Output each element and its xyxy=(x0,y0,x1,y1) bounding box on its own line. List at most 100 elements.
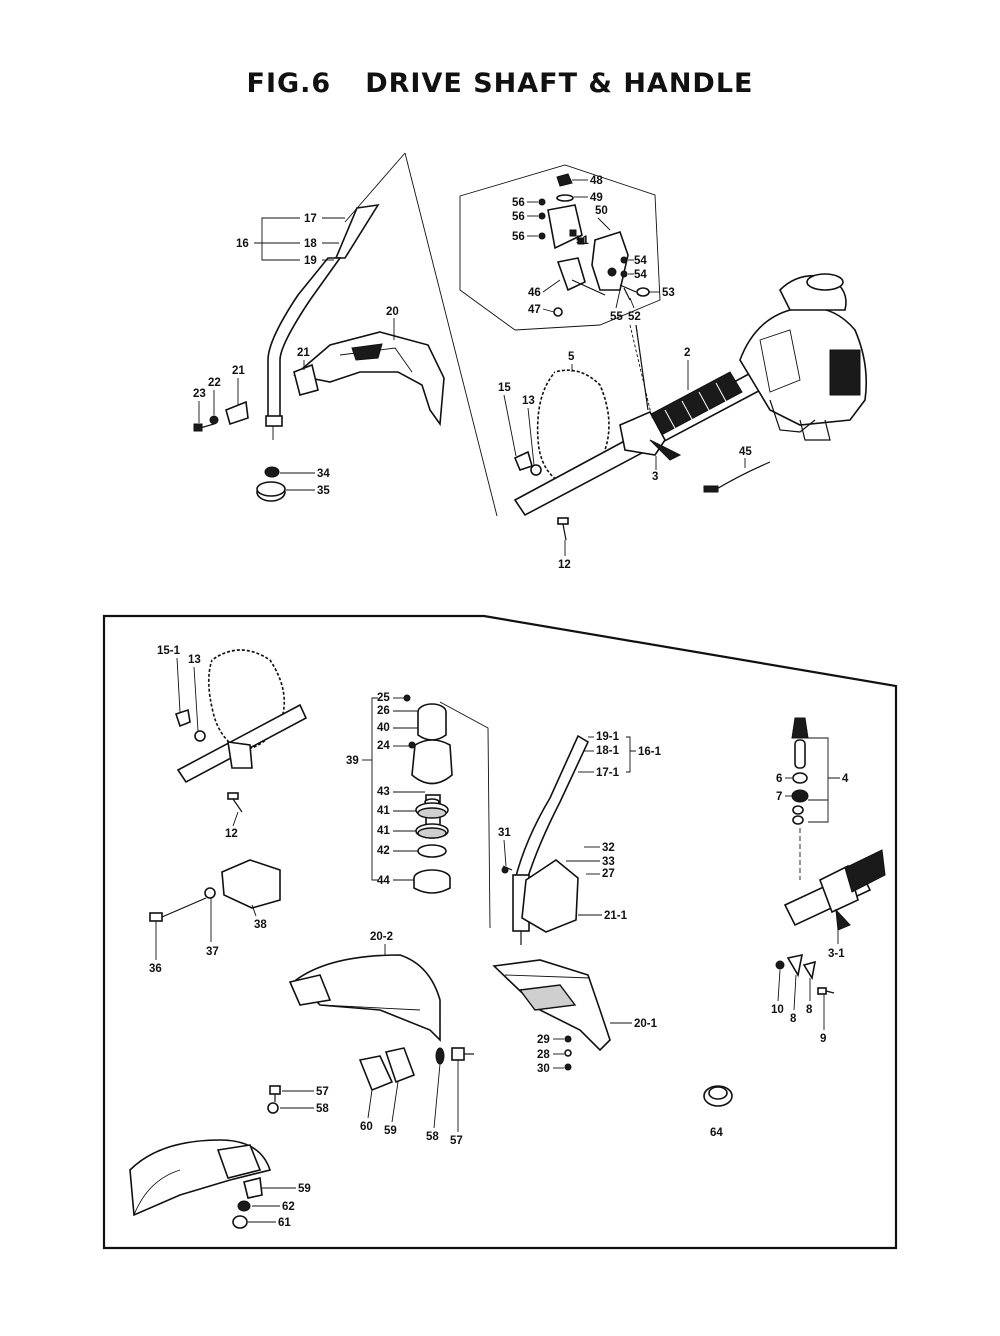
label-7: 7 xyxy=(776,791,782,803)
ring-64 xyxy=(703,1085,733,1107)
label-2: 2 xyxy=(684,347,690,359)
label-49: 49 xyxy=(590,192,603,204)
label-20-1: 20-1 xyxy=(634,1018,658,1030)
plate-59-lower xyxy=(243,1177,263,1199)
label-58-lower: 58 xyxy=(316,1103,329,1115)
label-22: 22 xyxy=(208,377,221,389)
label-21-upper: 21 xyxy=(297,347,310,359)
figure-name: DRIVE SHAFT & HANDLE xyxy=(365,68,754,99)
detail-callout xyxy=(459,164,661,331)
label-60: 60 xyxy=(360,1121,373,1133)
label-44: 44 xyxy=(377,875,390,887)
blade-guard-lower xyxy=(129,1139,272,1217)
label-5: 5 xyxy=(568,351,575,363)
label-50: 50 xyxy=(595,205,608,217)
label-43: 43 xyxy=(377,786,390,798)
label-39: 39 xyxy=(346,755,359,767)
washer-58 xyxy=(435,1047,445,1065)
label-54-a: 54 xyxy=(634,255,647,267)
label-20-2: 20-2 xyxy=(370,931,393,943)
wing-knob-15 xyxy=(513,450,533,471)
label-31: 31 xyxy=(498,827,511,839)
label-56-b: 56 xyxy=(512,211,525,223)
washer-62 xyxy=(237,1200,251,1212)
label-18: 18 xyxy=(304,238,317,250)
label-25: 25 xyxy=(377,692,390,704)
label-18-1: 18-1 xyxy=(596,745,620,757)
bearing-41-b xyxy=(415,823,449,839)
label-57-lower: 57 xyxy=(316,1086,329,1098)
label-3: 3 xyxy=(652,471,658,483)
bracket-21 xyxy=(293,363,319,396)
ring-42 xyxy=(417,844,447,858)
part-7 xyxy=(791,789,809,803)
label-10: 10 xyxy=(771,1004,784,1016)
label-38: 38 xyxy=(254,919,267,931)
label-36: 36 xyxy=(149,963,162,975)
page-title: FIG.6 DRIVE SHAFT & HANDLE xyxy=(0,68,1000,99)
plate-59-upper xyxy=(384,1047,416,1084)
throttle-detail-parts xyxy=(547,173,650,317)
label-12-lower: 12 xyxy=(225,828,238,840)
label-13-lower: 13 xyxy=(188,654,201,666)
blade-guard-20-1 xyxy=(492,959,611,1052)
label-27: 27 xyxy=(602,868,615,880)
label-4: 4 xyxy=(842,773,849,785)
blade-guard-20-2 xyxy=(288,954,441,1042)
throttle-trigger xyxy=(649,439,682,461)
label-17-1: 17-1 xyxy=(596,767,620,779)
label-9: 9 xyxy=(820,1033,826,1045)
loop-handle-lower xyxy=(176,648,308,784)
label-42: 42 xyxy=(377,845,390,857)
label-19-1: 19-1 xyxy=(596,731,620,743)
label-35: 35 xyxy=(317,485,330,497)
view-line xyxy=(404,152,498,517)
label-47: 47 xyxy=(528,304,541,316)
label-15-1: 15-1 xyxy=(157,645,181,657)
label-46: 46 xyxy=(528,287,541,299)
bolt-57-lower xyxy=(269,1085,281,1102)
block-38 xyxy=(221,859,281,909)
washer-58-lower xyxy=(267,1102,279,1114)
part-6 xyxy=(792,772,808,784)
label-61: 61 xyxy=(278,1217,291,1229)
label-13-upper: 13 xyxy=(522,395,535,407)
lower-detail-frame xyxy=(102,614,898,1250)
figure-number: FIG.6 xyxy=(246,68,332,99)
throttle-3-1 xyxy=(783,849,886,931)
washer-13-lower xyxy=(194,730,206,742)
clamp-21 xyxy=(193,400,249,432)
label-59-upper: 59 xyxy=(384,1125,397,1137)
label-16: 16 xyxy=(236,238,249,250)
washer-13 xyxy=(530,464,542,476)
label-3-1: 3-1 xyxy=(828,948,845,960)
label-26: 26 xyxy=(377,705,390,717)
collar-44 xyxy=(413,869,451,894)
part-34-washer xyxy=(264,466,280,478)
label-28: 28 xyxy=(537,1049,550,1061)
label-24: 24 xyxy=(377,740,390,752)
clamp-21-1 xyxy=(521,859,579,933)
label-41-b: 41 xyxy=(377,825,390,837)
label-16-1: 16-1 xyxy=(638,746,662,758)
cable-end-4 xyxy=(791,717,809,769)
label-48: 48 xyxy=(590,175,603,187)
plate-60 xyxy=(358,1055,394,1092)
label-51: 51 xyxy=(576,235,589,247)
label-17: 17 xyxy=(304,213,317,225)
view-line xyxy=(344,152,406,223)
label-12-upper: 12 xyxy=(558,559,571,571)
label-59-lower: 59 xyxy=(298,1183,311,1195)
label-58-upper: 58 xyxy=(426,1131,439,1143)
label-21-left: 21 xyxy=(232,365,245,377)
throttle-cable-45 xyxy=(703,461,771,493)
label-8-b: 8 xyxy=(806,1004,813,1016)
label-52: 52 xyxy=(628,311,641,323)
label-55: 55 xyxy=(610,311,623,323)
label-29: 29 xyxy=(537,1034,550,1046)
nut-61 xyxy=(232,1215,248,1229)
label-54-b: 54 xyxy=(634,269,647,281)
label-21-1: 21-1 xyxy=(604,910,628,922)
bearing-41-a xyxy=(415,802,449,819)
